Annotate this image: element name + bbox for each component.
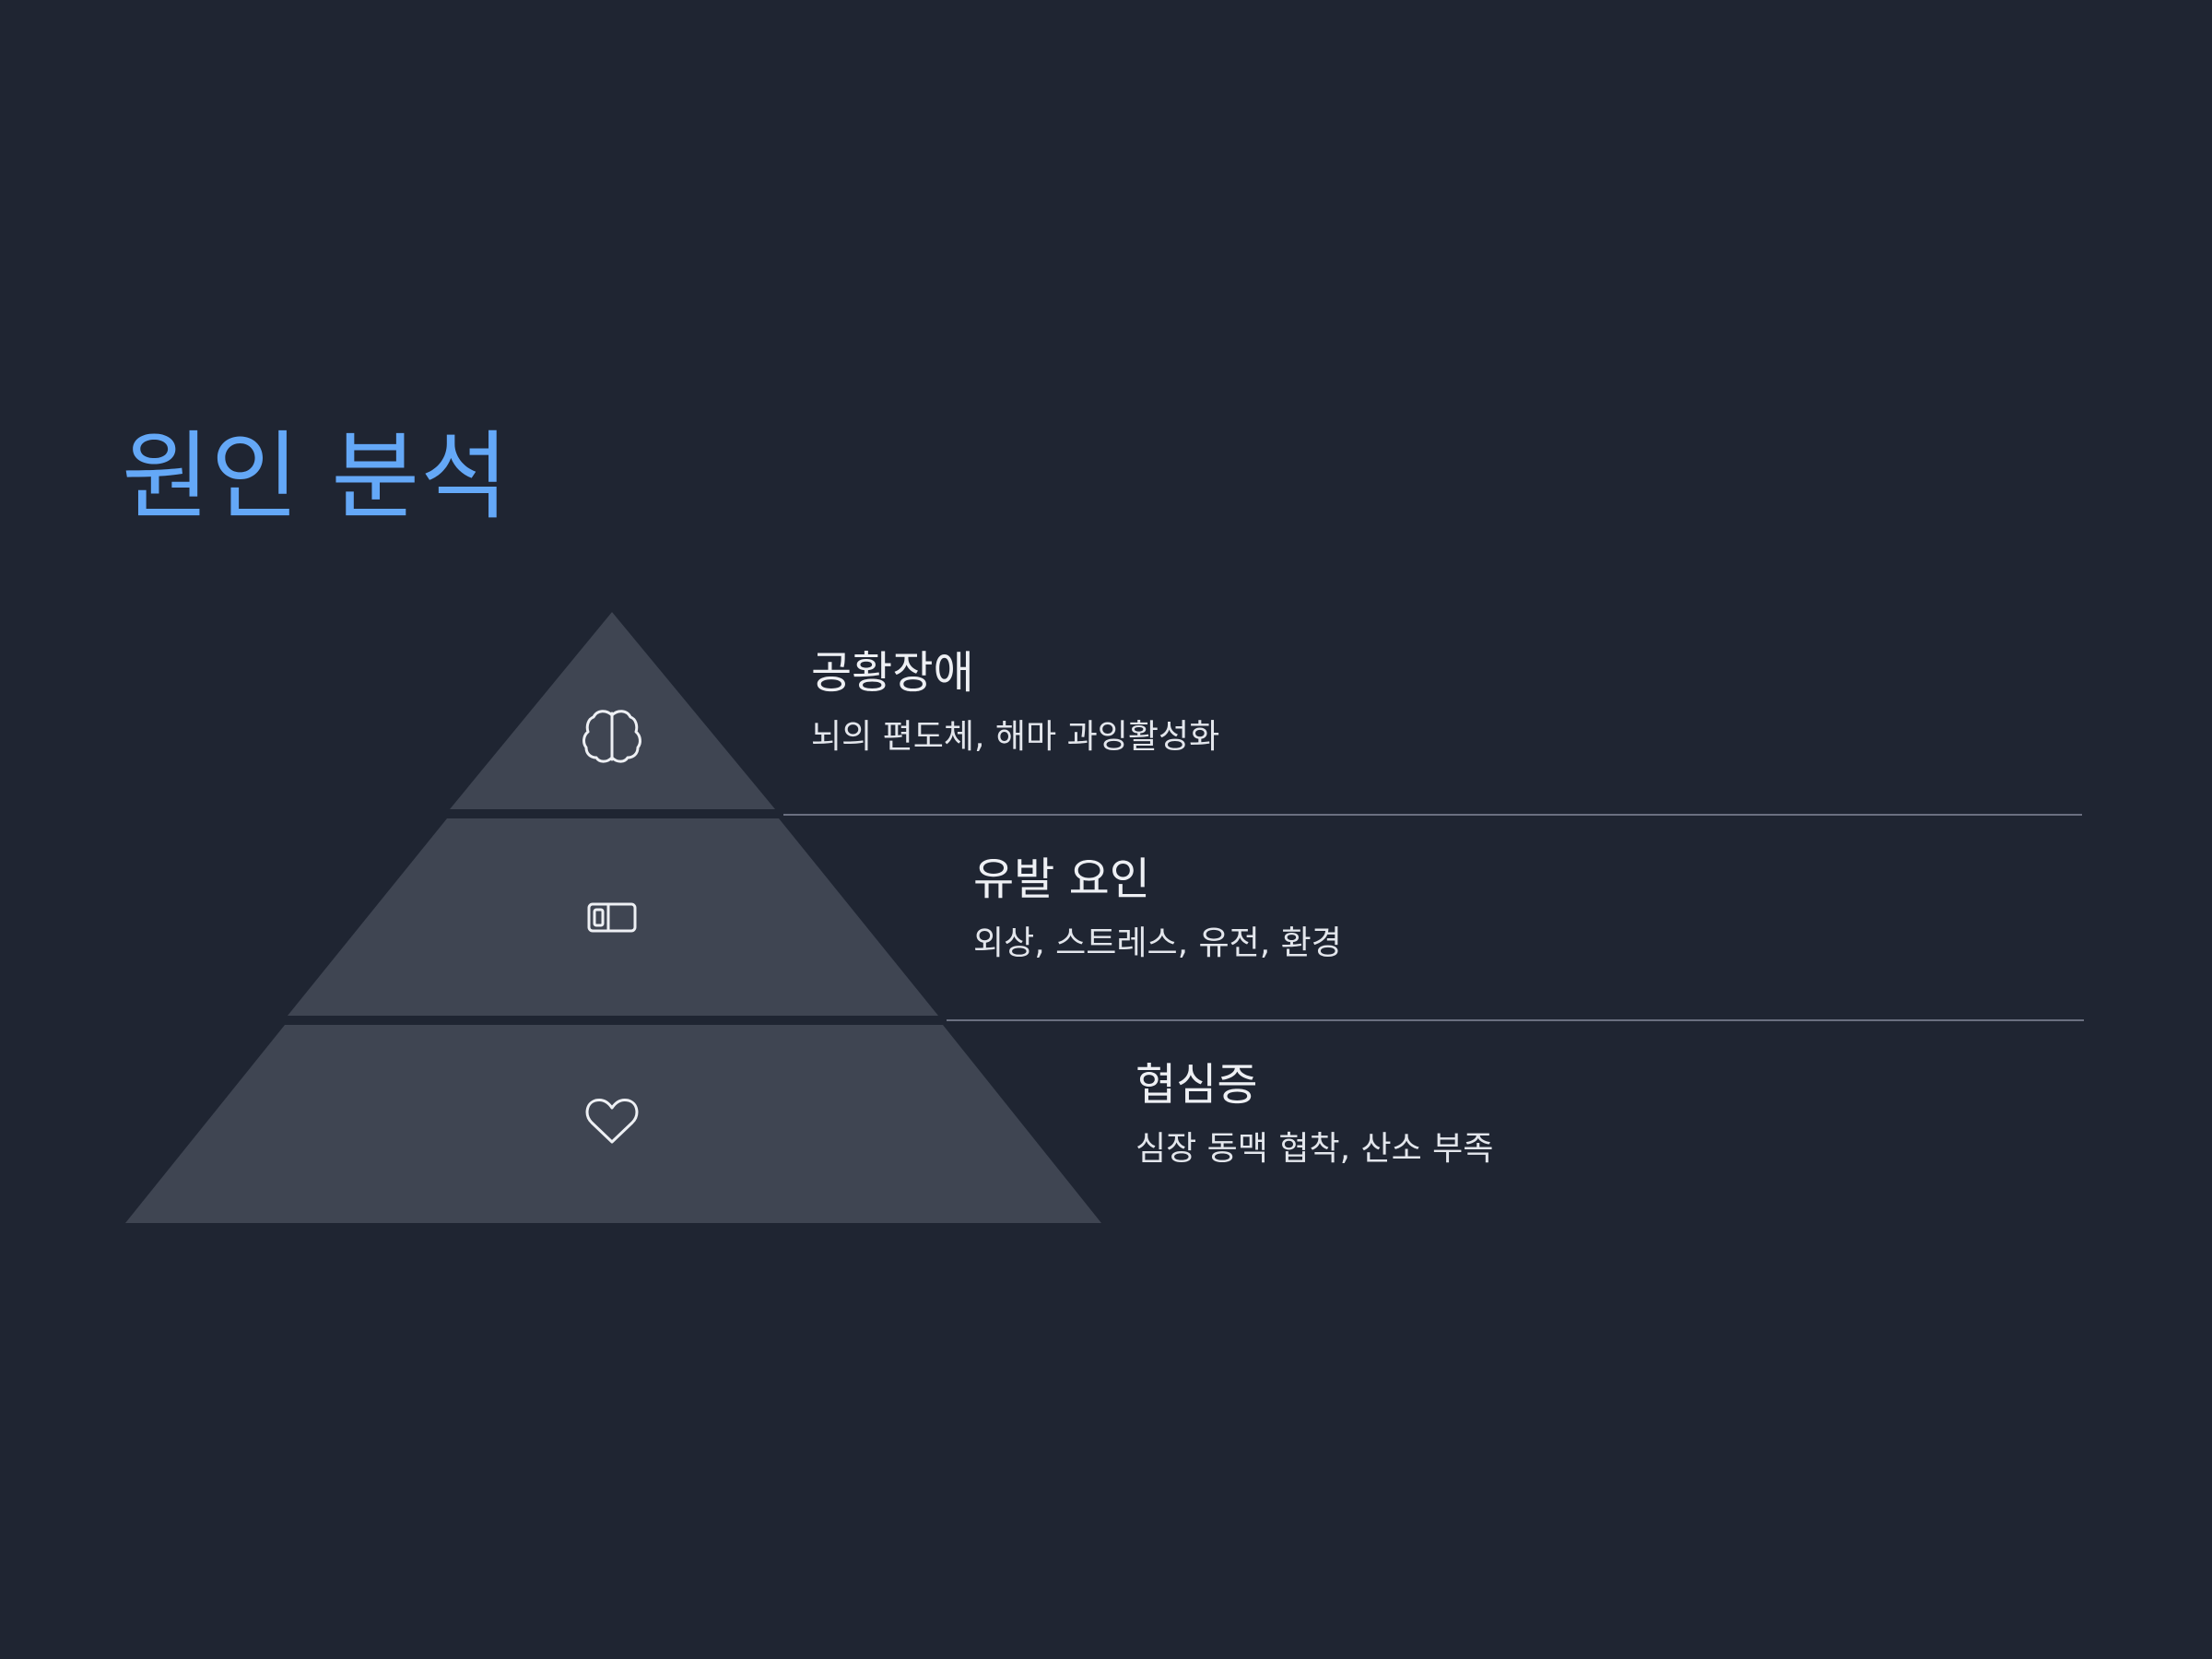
switch-icon — [587, 902, 637, 933]
page-title: 원인 분석 — [122, 420, 510, 533]
tier-1-text: 공황장애 뇌의 편도체, 해마 과잉활성화 — [811, 651, 1219, 754]
pyramid-tier-1 — [450, 612, 775, 809]
tier-3-heading: 협심증 — [1135, 1059, 1258, 1111]
pyramid-tier-3 — [125, 1025, 1101, 1223]
brain-icon — [582, 710, 641, 763]
tier-2-description: 외상, 스트레스, 유전, 환경 — [973, 924, 1342, 962]
tier-1-description: 뇌의 편도체, 해마 과잉활성화 — [811, 718, 1220, 756]
tier-2-text: 유발 요인 외상, 스트레스, 유전, 환경 — [973, 857, 1342, 960]
tier-3-text: 협심증 심장 동맥 협착, 산소 부족 — [1135, 1063, 1493, 1166]
tier-2-heading: 유발 요인 — [973, 853, 1150, 905]
heart-icon — [585, 1099, 639, 1144]
tier-3-description: 심장 동맥 협착, 산소 부족 — [1135, 1130, 1494, 1168]
pyramid-tier-2 — [288, 818, 938, 1016]
tier-1-heading: 공황장애 — [811, 647, 974, 699]
